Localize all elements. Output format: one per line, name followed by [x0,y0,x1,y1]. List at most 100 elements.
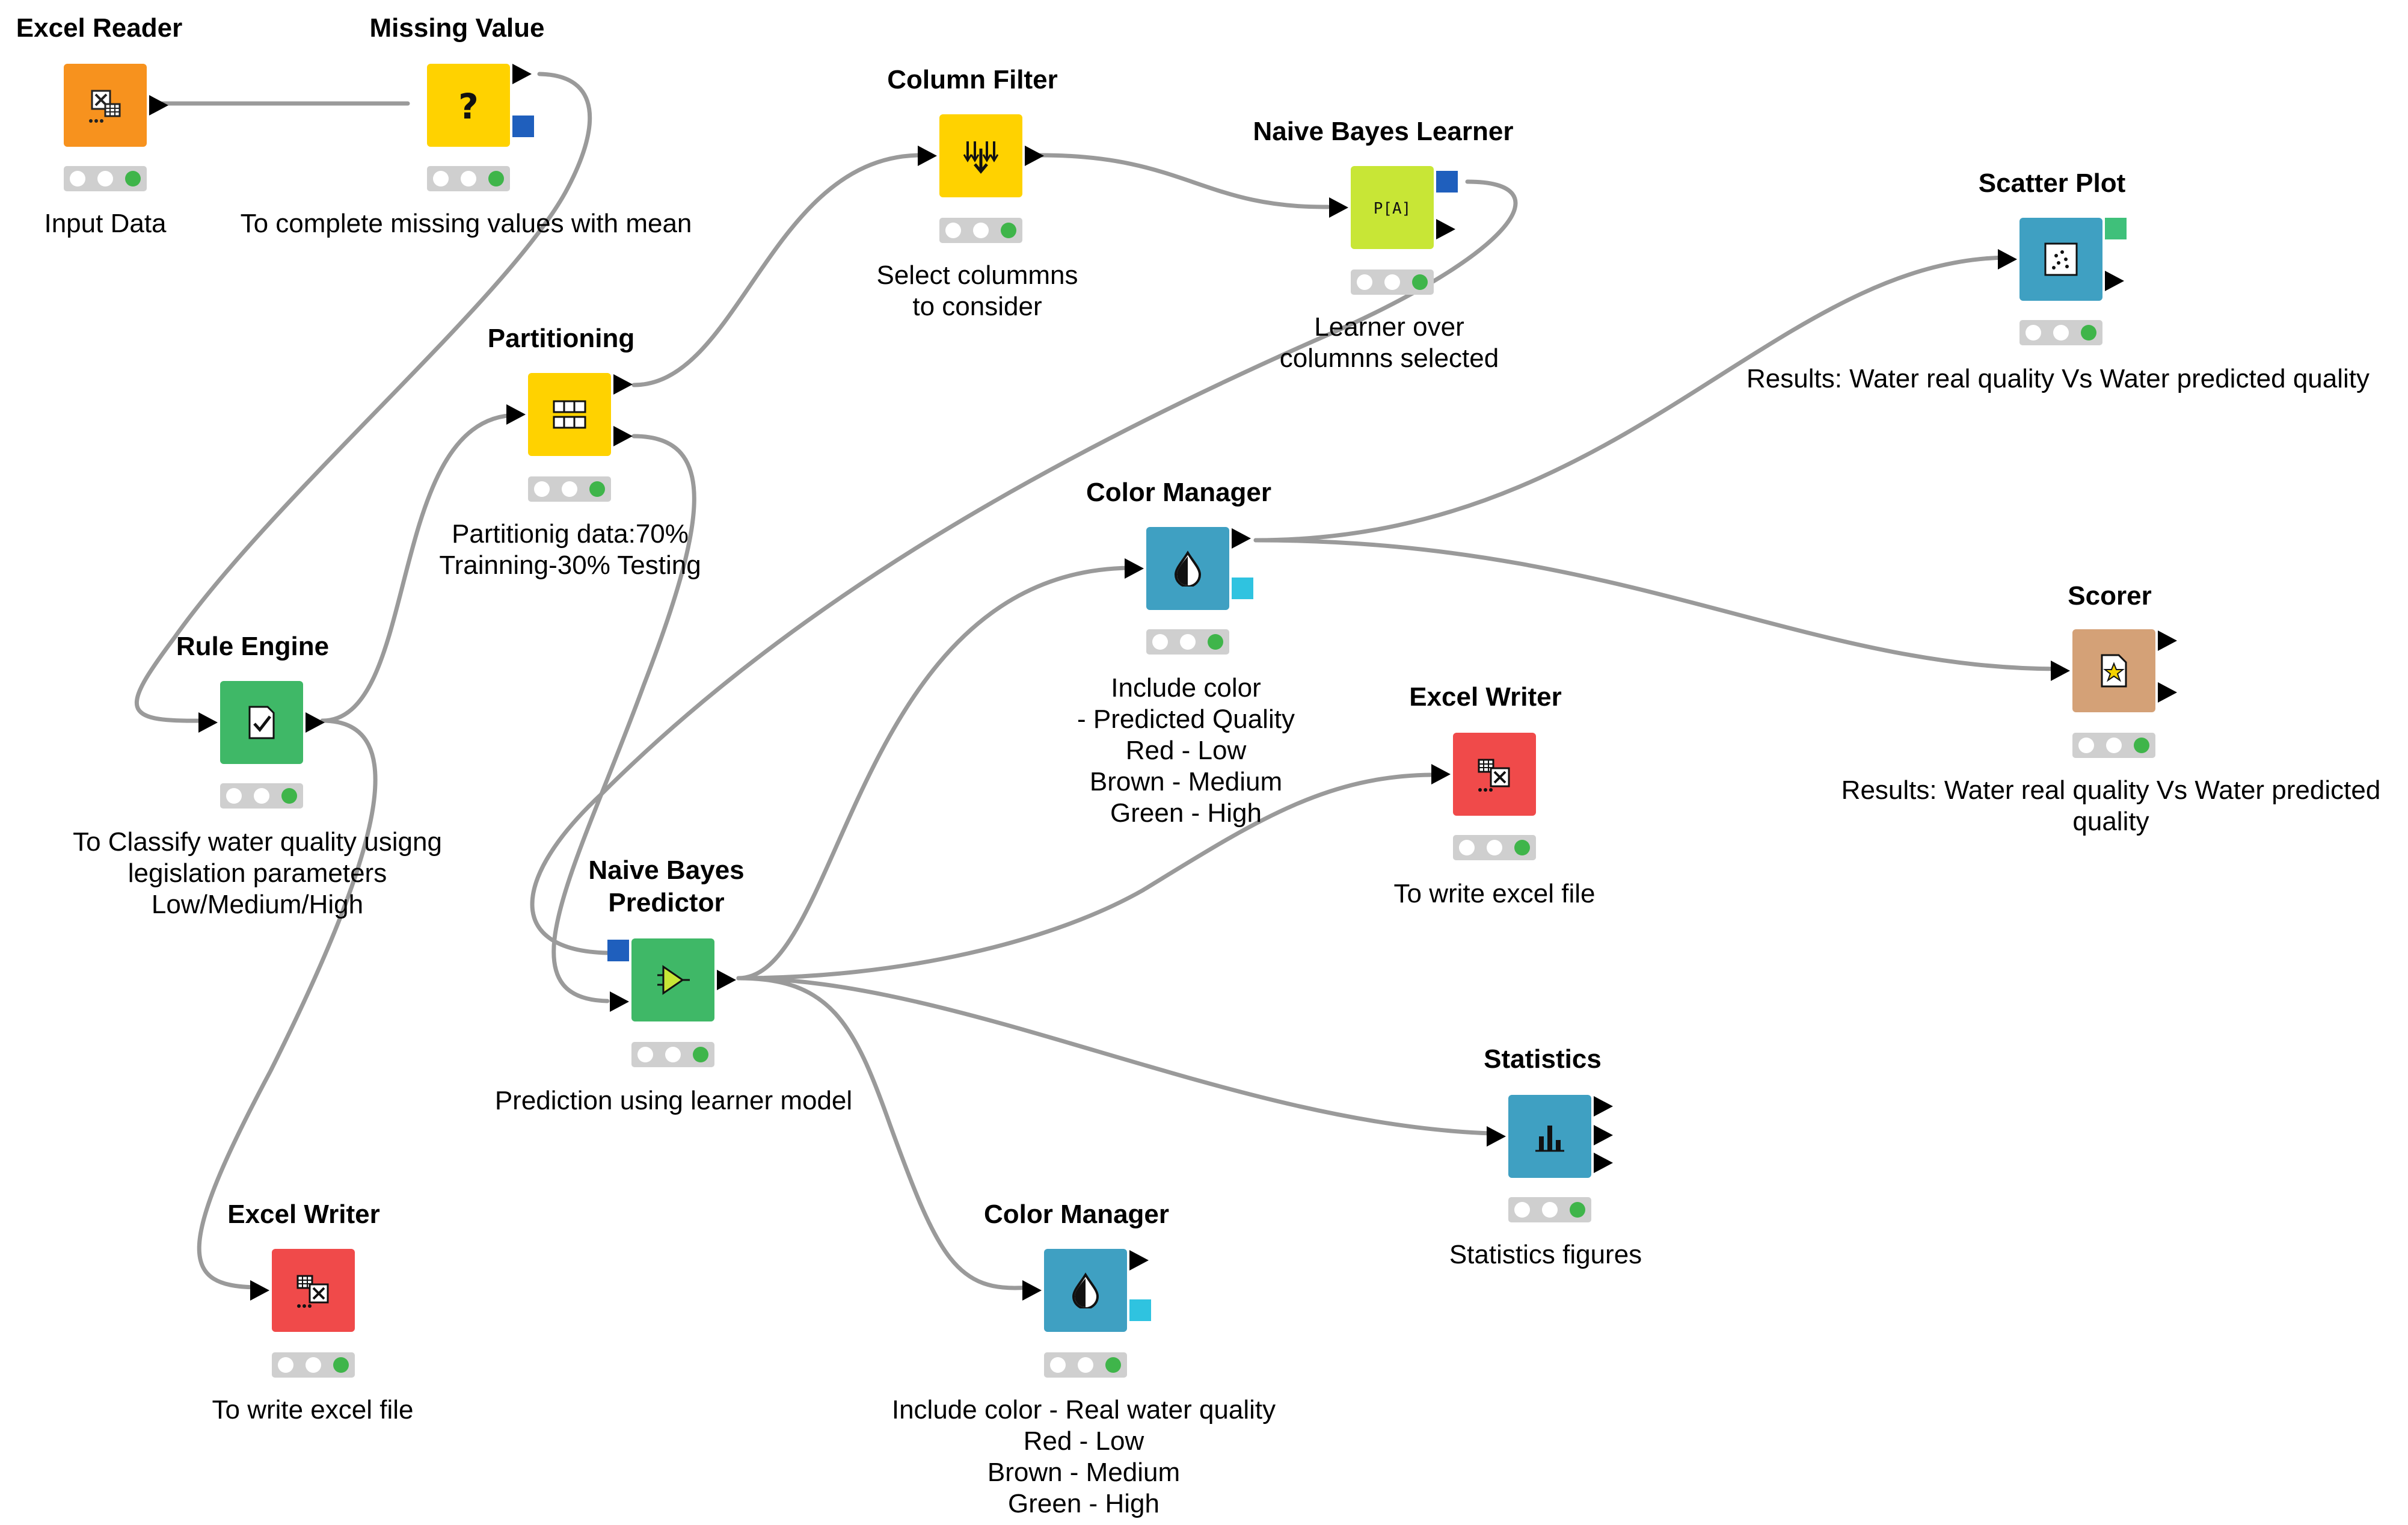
partitioning-description: Partitionig data:70% Trainning-30% Testi… [439,519,701,580]
connection-rule-partitioning [320,413,520,723]
column-filter-status [939,218,1022,243]
scorer-node[interactable] [2051,629,2177,712]
missing-value-model-port[interactable] [512,116,534,137]
color-manager-2-node[interactable] [1022,1249,1151,1332]
connection-predictor-writer2 [736,772,1434,981]
statistics-output-port-1[interactable] [1594,1096,1613,1117]
probability-icon: P[A] [1374,200,1410,218]
rule-engine-title: Rule Engine [176,632,330,661]
nb-learner-model-port[interactable] [1436,171,1458,193]
connection-rule-writer1 [197,718,378,1290]
nb-learner-description: Learner over columnns selected [1279,312,1499,373]
excel-writer-icon [296,1275,329,1308]
nb-learner-status [1351,270,1434,295]
color-manager-2-title: Color Manager [983,1200,1170,1229]
connection-colormgr1-scatter [1253,255,2011,543]
scatter-plot-description: Results: Water real quality Vs Water pre… [1746,364,2370,393]
column-filter-output-port[interactable] [1025,146,1044,166]
excel-reader-icon [89,90,121,123]
color-drop-icon [1174,550,1202,587]
statistics-output-port-2[interactable] [1594,1125,1613,1145]
scorer-icon [2101,654,2127,688]
partitioning-input-port[interactable] [506,404,526,425]
question-mark-icon: ? [458,87,479,123]
rule-engine-node[interactable] [198,681,325,764]
scorer-input-port[interactable] [2051,661,2070,681]
excel-reader-title: Excel Reader [16,13,183,43]
statistics-input-port[interactable] [1487,1126,1506,1147]
missing-value-title: Missing Value [369,13,545,43]
scorer-output-port-1[interactable] [2158,630,2177,651]
excel-reader-description: Input Data [44,209,167,238]
excel-writer-1-title: Excel Writer [1409,682,1562,712]
statistics-status [1508,1197,1591,1222]
scorer-status [2072,733,2155,758]
color-drop-icon [1072,1272,1099,1308]
statistics-node[interactable] [1487,1095,1613,1178]
filter-arrows-icon [963,141,999,174]
nb-predictor-data-input-port[interactable] [610,991,629,1012]
nb-predictor-node[interactable] [607,938,736,1021]
nb-learner-node[interactable]: P[A] [1329,166,1458,249]
rule-engine-input-port[interactable] [198,712,218,733]
scatter-plot-title: Scatter Plot [1978,168,2126,198]
excel-writer-1-description: To write excel file [1393,879,1596,908]
connection-partitioning-predictor [551,434,696,1003]
column-filter-node[interactable] [918,114,1044,197]
color-manager-2-color-port[interactable] [1129,1299,1151,1321]
scatter-plot-image-port[interactable] [2105,218,2127,239]
partitioning-node[interactable] [506,373,633,456]
rule-engine-status [220,783,303,809]
statistics-output-port-3[interactable] [1594,1153,1613,1173]
missing-value-status [427,166,510,191]
missing-value-node[interactable]: ? [427,64,534,147]
connection-missing-rule [134,72,592,723]
statistics-description: Statistics figures [1449,1240,1642,1269]
nb-learner-input-port[interactable] [1329,197,1348,218]
color-manager-1-input-port[interactable] [1125,558,1144,579]
nb-predictor-output-port[interactable] [717,970,736,990]
nb-predictor-model-input-port[interactable] [607,940,629,961]
color-manager-2-input-port[interactable] [1022,1280,1042,1301]
column-filter-input-port[interactable] [918,146,937,166]
excel-writer-2-title: Excel Writer [227,1200,380,1229]
connection-filter-learner [1038,153,1330,209]
color-manager-1-status [1146,629,1229,655]
scorer-output-port-2[interactable] [2158,682,2177,703]
excel-reader-output-port[interactable] [149,95,168,116]
partitioning-train-port[interactable] [613,374,633,395]
excel-writer-1-node[interactable] [1431,733,1536,816]
nb-learner-output-port[interactable] [1436,219,1455,239]
excel-writer-2-description: To write excel file [212,1395,414,1425]
scatter-plot-output-port[interactable] [2105,271,2124,291]
nb-learner-title: Naive Bayes Learner [1253,117,1514,146]
rule-engine-output-port[interactable] [306,712,325,733]
color-manager-2-output-port[interactable] [1129,1250,1149,1271]
scatter-plot-node[interactable] [1998,218,2127,301]
connection-learner-predictor [530,179,1518,955]
partitioning-test-port[interactable] [613,426,633,446]
color-manager-1-title: Color Manager [1086,478,1272,507]
rule-check-icon [248,706,275,739]
missing-value-description: To complete missing values with mean [240,209,692,238]
scatter-plot-input-port[interactable] [1998,249,2017,270]
color-manager-2-status [1044,1352,1127,1378]
scorer-title: Scorer [2068,581,2152,611]
color-manager-2-description: Include color - Real water quality Red -… [891,1395,1276,1518]
column-filter-description: Select colummns to consider [876,260,1078,321]
scatter-plot-status [2019,320,2102,345]
color-manager-1-description: Include color - Predicted Quality Red - … [1077,673,1295,828]
excel-reader-node[interactable] [64,64,168,147]
nb-predictor-status [631,1042,714,1067]
scorer-description: Results: Water real quality Vs Water pre… [1841,775,2381,836]
table-grid-icon [553,400,586,429]
color-manager-1-color-port[interactable] [1232,578,1253,599]
rule-engine-description: To Classify water quality usigng legisla… [73,827,442,919]
excel-writer-1-input-port[interactable] [1431,764,1451,784]
excel-writer-2-input-port[interactable] [250,1280,269,1301]
missing-value-output-port[interactable] [512,64,532,84]
color-manager-1-node[interactable] [1125,527,1253,610]
excel-writer-2-node[interactable] [250,1249,355,1332]
color-manager-1-output-port[interactable] [1232,528,1251,549]
